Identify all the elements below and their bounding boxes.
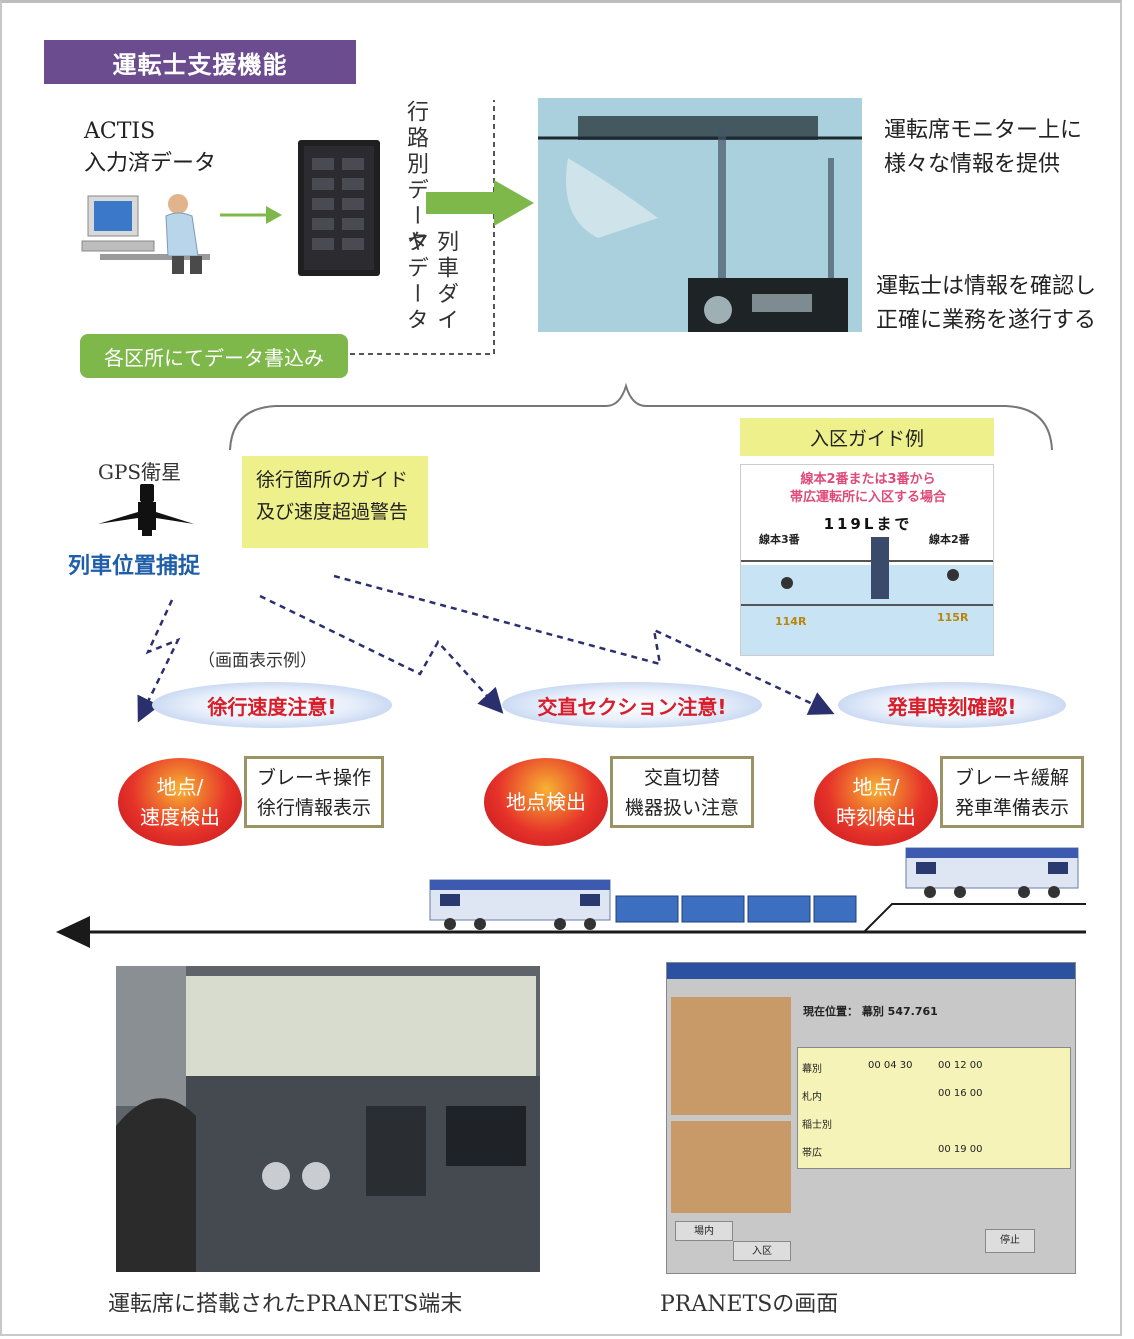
pranets-station-3: 稲士別 bbox=[802, 1120, 832, 1131]
driver-line1: 運転士は情報を確認し bbox=[876, 274, 1097, 299]
section-title: 運転士支援機能 bbox=[44, 40, 356, 84]
guide-line2: 及び速度超過警告 bbox=[256, 501, 409, 523]
actis-line1: ACTIS bbox=[84, 119, 156, 144]
right-track-label: 線本2番 bbox=[929, 533, 970, 546]
detection-circle-3: 地点/ 時刻検出 bbox=[814, 758, 938, 846]
curly-brace bbox=[229, 382, 1053, 451]
server-tower-icon bbox=[298, 140, 380, 276]
data-write-badge: 各区所にてデータ書込み bbox=[80, 334, 348, 378]
pranets-position-value: 幕別 547.761 bbox=[861, 1005, 938, 1018]
info-box-3: ブレーキ緩解 発車準備表示 bbox=[940, 756, 1084, 828]
driver-line2: 正確に業務を遂行する bbox=[876, 308, 1097, 333]
detection-3-line1: 地点/ bbox=[852, 775, 900, 799]
left-signal-label: 114R bbox=[775, 615, 807, 628]
guide-line1: 徐行箇所のガイド bbox=[256, 469, 409, 491]
entry-screen-line2: 帯広運転所に入区する場合 bbox=[789, 490, 946, 505]
satellite-icon bbox=[98, 484, 194, 536]
monitor-line2: 様々な情報を提供 bbox=[884, 152, 1061, 177]
detection-circle-2: 地点検出 bbox=[484, 758, 608, 846]
cab-photo-caption: 運転席に搭載されたPRANETS端末 bbox=[108, 1292, 463, 1317]
pranets-time-2: 00 12 00 bbox=[938, 1060, 983, 1071]
route-data-label: 行路別データ bbox=[403, 100, 428, 256]
pranets-station-2: 札内 bbox=[802, 1092, 822, 1103]
alert-departure-time: 発車時刻確認! bbox=[838, 682, 1066, 728]
pranets-btn-entry[interactable]: 入区 bbox=[733, 1241, 791, 1261]
pranets-position: 現在位置： 幕別 547.761 bbox=[803, 1003, 938, 1019]
right-signal-label: 115R bbox=[937, 611, 969, 624]
slow-guide-box: 徐行箇所のガイド 及び速度超過警告 bbox=[242, 456, 428, 548]
train-position-capture: 列車位置捕捉 bbox=[68, 554, 201, 579]
detection-2-line1: 地点検出 bbox=[506, 790, 586, 814]
detection-circle-1: 地点/ 速度検出 bbox=[118, 758, 242, 846]
computer-user-icon bbox=[81, 194, 210, 274]
info-box-1: ブレーキ操作 徐行情報表示 bbox=[244, 756, 384, 828]
info-1-line2: 徐行情報表示 bbox=[257, 797, 372, 819]
info-2-line1: 交直切替 bbox=[643, 767, 720, 789]
detection-1-line2: 速度検出 bbox=[140, 805, 220, 829]
signal-arrows bbox=[137, 574, 835, 723]
arrow-right-icon bbox=[220, 206, 282, 224]
pranets-time-3: 00 16 00 bbox=[938, 1088, 983, 1099]
pranets-station-1: 幕別 bbox=[802, 1064, 822, 1075]
info-box-2: 交直切替 機器扱い注意 bbox=[610, 756, 754, 828]
entry-guide-heading: 線本2番または3番から 帯広運転所に入区する場合 bbox=[741, 471, 993, 507]
pranets-station-4: 帯広 bbox=[802, 1148, 822, 1159]
entry-screen-line1: 線本2番または3番から bbox=[800, 472, 936, 487]
entry-guide-screen: 線本2番または3番から 帯広運転所に入区する場合 119Lまで 線本3番 線本2… bbox=[740, 464, 994, 656]
monitor-line1: 運転席モニター上に bbox=[884, 118, 1083, 143]
info-2-line2: 機器扱い注意 bbox=[624, 797, 739, 819]
pranets-signal-view-1 bbox=[671, 997, 791, 1115]
locomotive-with-freight-icon bbox=[429, 879, 857, 930]
detection-3-line2: 時刻検出 bbox=[836, 805, 916, 829]
gps-label: GPS衛星 bbox=[98, 460, 182, 484]
track-arrow-left-icon bbox=[56, 903, 1086, 948]
pranets-position-label: 現在位置： bbox=[803, 1005, 858, 1018]
pranets-titlebar bbox=[667, 963, 1075, 979]
diagram-data-label: 列車ダイヤデータ bbox=[403, 230, 458, 334]
detection-1-line1: 地点/ bbox=[156, 775, 204, 799]
entry-guide-title: 入区ガイド例 bbox=[740, 418, 994, 456]
locomotive-icon bbox=[905, 847, 1079, 898]
write-connector-line bbox=[350, 100, 495, 355]
pranets-caption: PRANETSの画面 bbox=[660, 1292, 839, 1317]
info-3-line1: ブレーキ緩解 bbox=[954, 767, 1069, 789]
pranets-time-4: 00 19 00 bbox=[938, 1144, 983, 1155]
alert-slow-speed: 徐行速度注意! bbox=[152, 682, 392, 728]
pranets-screen: 現在位置： 幕別 547.761 幕別 札内 稲士別 帯広 00 04 30 0… bbox=[666, 962, 1076, 1274]
info-1-line1: ブレーキ操作 bbox=[257, 767, 372, 789]
monitor-photo bbox=[538, 98, 862, 332]
monitor-description: 運転席モニター上に 様々な情報を提供 bbox=[884, 114, 1082, 182]
driver-description: 運転士は情報を確認し 正確に業務を遂行する bbox=[876, 270, 1096, 338]
pranets-signal-view-2 bbox=[671, 1121, 791, 1213]
pranets-timetable: 幕別 札内 稲士別 帯広 00 04 30 00 12 00 00 16 00 … bbox=[797, 1047, 1071, 1169]
pranets-btn-stop[interactable]: 停止 bbox=[985, 1229, 1035, 1253]
left-track-label: 線本3番 bbox=[759, 533, 800, 546]
entry-screen-line3: 119Lまで bbox=[823, 515, 913, 533]
alert-ac-dc-section: 交直セクション注意! bbox=[502, 682, 762, 728]
pranets-btn-home[interactable]: 場内 bbox=[675, 1221, 733, 1241]
actis-label: ACTIS 入力済データ bbox=[84, 116, 216, 180]
actis-line2: 入力済データ bbox=[84, 151, 217, 176]
cab-photo bbox=[116, 966, 540, 1272]
info-3-line2: 発車準備表示 bbox=[954, 797, 1069, 819]
display-example-label: （画面表示例） bbox=[198, 651, 317, 671]
big-arrow-right-icon bbox=[426, 180, 534, 226]
pranets-time-1: 00 04 30 bbox=[868, 1060, 913, 1071]
